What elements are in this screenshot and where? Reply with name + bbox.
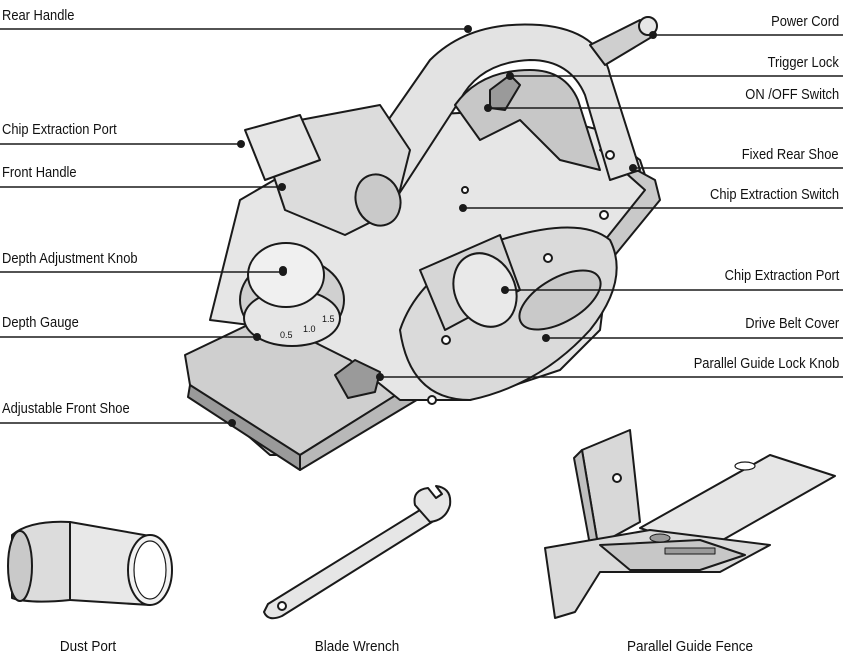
label-parallel-guide-lock-knob: Parallel Guide Lock Knob bbox=[693, 355, 839, 372]
power-cord-end bbox=[638, 16, 658, 36]
label-adjustable-front-shoe: Adjustable Front Shoe bbox=[2, 400, 130, 417]
gauge-mark: 1.0 bbox=[303, 324, 316, 334]
screw bbox=[441, 335, 451, 345]
top-port-opening bbox=[354, 173, 402, 227]
leader-lines-right bbox=[380, 34, 843, 378]
depth-adjustment-knob bbox=[247, 242, 325, 308]
belt-cover-window bbox=[518, 269, 602, 331]
label-trigger-lock: Trigger Lock bbox=[767, 54, 839, 71]
leader-lines-left bbox=[0, 28, 468, 424]
caption-blade-wrench: Blade Wrench bbox=[314, 638, 400, 655]
chip-extraction-port-top bbox=[244, 114, 321, 181]
dust-port-icon bbox=[7, 520, 173, 606]
parallel-guide-fence-icon bbox=[544, 429, 836, 619]
screw bbox=[605, 150, 615, 160]
label-depth-adjustment-knob: Depth Adjustment Knob bbox=[2, 250, 138, 267]
leader-dots-right bbox=[376, 31, 657, 381]
label-front-handle: Front Handle bbox=[2, 164, 77, 181]
screw bbox=[599, 210, 609, 220]
blade-wrench-icon bbox=[263, 485, 452, 620]
leader-dots-left bbox=[228, 25, 472, 427]
label-chip-extraction-port-right: Chip Extraction Port bbox=[724, 267, 839, 284]
label-on-off-switch: ON /OFF Switch bbox=[745, 86, 839, 103]
gauge-mark: 0.5 bbox=[280, 330, 293, 340]
label-drive-belt-cover: Drive Belt Cover bbox=[745, 315, 839, 332]
screw bbox=[461, 186, 469, 194]
parallel-guide-lock-knob bbox=[334, 359, 381, 399]
label-rear-handle: Rear Handle bbox=[2, 7, 75, 24]
label-depth-gauge: Depth Gauge bbox=[2, 314, 79, 331]
screw bbox=[543, 253, 553, 263]
label-power-cord: Power Cord bbox=[770, 13, 839, 30]
caption-dust-port: Dust Port bbox=[59, 638, 117, 655]
screw bbox=[427, 395, 437, 405]
gauge-mark: 1.5 bbox=[322, 314, 335, 324]
rear-handle bbox=[349, 23, 641, 201]
chip-port-opening bbox=[452, 252, 518, 328]
label-chip-extraction-switch: Chip Extraction Switch bbox=[709, 186, 839, 203]
electric-planer-illustration bbox=[184, 16, 661, 471]
label-fixed-rear-shoe: Fixed Rear Shoe bbox=[742, 146, 839, 163]
caption-parallel-guide-fence: Parallel Guide Fence bbox=[626, 638, 754, 655]
label-chip-extraction-port-left: Chip Extraction Port bbox=[2, 121, 117, 138]
